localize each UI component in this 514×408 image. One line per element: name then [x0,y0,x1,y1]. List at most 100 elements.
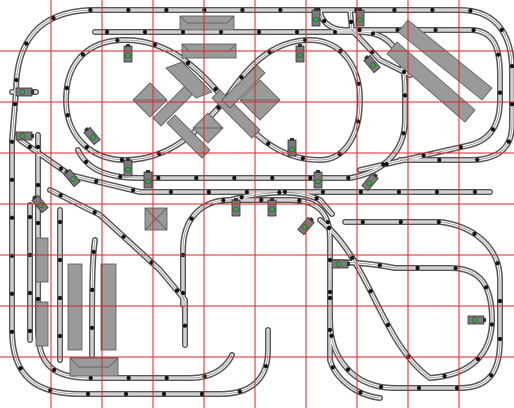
signal-lamp [125,166,131,173]
track-joint [468,8,473,13]
track-joint [104,29,110,35]
track-joint [355,119,360,124]
building-icon [35,237,49,283]
signal-head [84,127,90,132]
track-joint [442,373,447,379]
track-joint [80,52,85,57]
track-joint [377,263,382,268]
track-joint [401,69,407,75]
signals [15,8,486,325]
block-signal-icon [467,315,486,325]
signal-lamp [269,206,275,213]
track-joint [48,388,53,393]
building-icon [35,301,49,347]
track-joint [300,156,305,161]
track-joint [90,287,95,292]
track-joint [240,7,245,13]
signal-lamp [471,317,478,323]
track-joint [495,261,500,266]
track-joint [346,175,351,181]
block-signal-icon [331,259,350,269]
track-joint [27,328,33,334]
track-joint [278,7,283,13]
track-joint [157,151,162,156]
signal-head [31,134,34,138]
track-joint [164,7,169,13]
track-joint [437,157,442,163]
block-signal-icon [83,126,101,146]
track-joint [266,141,271,146]
track-joint [64,85,69,91]
track-joint [379,384,384,389]
track-joint [164,375,169,381]
signal-head [316,170,320,173]
track-joint [121,234,126,239]
track-joint [263,364,268,369]
signal-head [298,44,302,47]
signal-lamp [70,176,76,182]
building-icon [165,61,213,99]
track-joint [131,188,136,193]
track-joint [27,290,33,296]
track-joint [415,265,420,271]
track-joint [142,29,148,35]
track-joint [330,365,335,370]
building-icon [221,64,266,109]
building-icon [239,79,281,121]
track-joint [9,291,15,296]
signal-lamp [19,133,26,139]
signal-head [347,262,350,266]
block-signal-icon [311,8,321,27]
signal-head [364,55,370,60]
track-joint [458,145,463,150]
track-joint [325,220,330,225]
track-joint [9,329,15,334]
track-joint [199,391,205,397]
track-joint [244,189,249,195]
track-joint [392,7,397,13]
track-joint [337,151,342,156]
signal-lamp [289,146,295,153]
signal-head [126,44,130,47]
track-joint [475,356,481,362]
track-joint [416,385,422,391]
track-joint [259,197,264,203]
track-joint [401,131,406,136]
track-joint [434,189,439,195]
track-joint [14,77,19,83]
track-joint [239,75,244,80]
track-joint [237,389,242,394]
building-icon [100,263,117,351]
track-joint [472,189,477,195]
track-joint [398,219,403,225]
track-joint [320,189,325,195]
track-joint [496,52,501,57]
signal-head [372,173,378,178]
track-joint [484,285,489,290]
track-joint [327,295,333,301]
track-joint [88,7,93,13]
track-joint [218,29,224,35]
track-joint [490,127,495,132]
track-joint [267,49,272,55]
track-joint [396,189,401,195]
track-joint [489,373,494,378]
track-joint [471,28,476,33]
track-joint [126,7,131,13]
track-joint [475,157,480,162]
signal-lamp [335,261,342,267]
track-joint [189,216,194,221]
track-joint [126,375,131,381]
building-icon [179,15,235,31]
track-joint [18,366,23,371]
block-signal-icon [63,168,81,188]
track-joint [433,27,438,33]
signal-lamp [357,16,363,23]
signal-head [308,217,314,222]
track-joint [326,225,332,231]
block-signal-icon [361,172,379,192]
signal-lamp [233,206,239,213]
track-joint [168,189,173,195]
track-joint [221,198,226,203]
track-joint [497,336,503,342]
